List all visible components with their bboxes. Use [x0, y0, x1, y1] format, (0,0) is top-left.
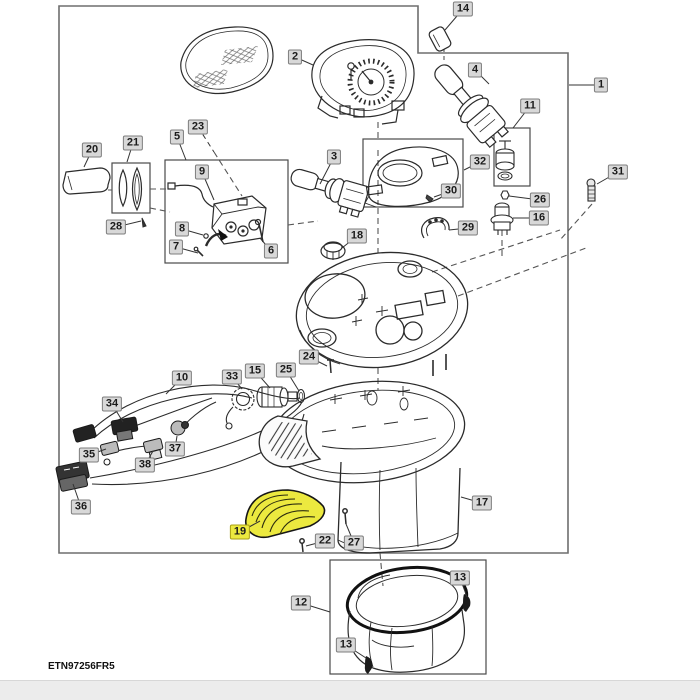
callout-label-12: 12 — [290, 595, 312, 611]
callout-label-7: 7 — [168, 239, 184, 255]
callout-label-28: 28 — [105, 219, 127, 235]
callout-label-29: 29 — [457, 220, 479, 236]
clip-13-parts — [364, 594, 471, 674]
callout-label-16: 16 — [528, 210, 550, 226]
page-bottom-band — [0, 680, 700, 700]
callout-label-19: 19 — [229, 524, 251, 540]
callout-label-2: 2 — [287, 49, 303, 65]
box-21 — [111, 162, 151, 214]
bracket-29-part — [421, 217, 450, 239]
callout-label-13: 13 — [449, 570, 471, 586]
washer-8-part — [203, 233, 209, 239]
pin-30-part — [425, 194, 434, 203]
callout-label-34: 34 — [101, 396, 123, 412]
callout-label-22: 22 — [314, 533, 336, 549]
instrument-cluster-part — [311, 39, 415, 125]
callout-label-3: 3 — [326, 149, 342, 165]
callout-label-32: 32 — [469, 154, 491, 170]
screw-24-part — [327, 359, 334, 374]
callout-label-27: 27 — [343, 535, 365, 551]
callout-label-21: 21 — [122, 135, 144, 151]
callout-label-14: 14 — [452, 1, 474, 17]
callout-label-5: 5 — [169, 129, 185, 145]
callout-label-10: 10 — [171, 370, 193, 386]
screw-7-part — [196, 249, 204, 257]
callout-label-1: 1 — [593, 77, 609, 93]
screw-27-part — [342, 508, 348, 525]
bolt-6-part — [258, 223, 264, 243]
lower-pedestal-17-part — [258, 380, 466, 554]
ignition-module-part — [167, 182, 267, 257]
clip-13-right-part — [462, 594, 471, 612]
lens-pair-21-part — [118, 166, 143, 212]
callout-label-38: 38 — [134, 457, 156, 473]
connector-36-part — [55, 460, 90, 492]
callout-label-23: 23 — [187, 119, 209, 135]
cap-18-part — [320, 241, 346, 260]
callout-label-4: 4 — [467, 62, 483, 78]
callout-label-24: 24 — [298, 349, 320, 365]
lever-switch-3-part — [290, 168, 370, 218]
connector-38-part — [142, 437, 164, 461]
connector-34-part — [110, 416, 139, 442]
callout-label-6: 6 — [263, 243, 279, 259]
cap-20-part — [62, 167, 111, 195]
callout-label-15: 15 — [244, 363, 266, 379]
callout-label-13: 13 — [335, 637, 357, 653]
screw-31-part — [586, 178, 596, 202]
connector-37-part — [170, 420, 189, 436]
lens-part — [180, 26, 274, 95]
callout-label-37: 37 — [164, 441, 186, 457]
pin-28-part — [141, 217, 147, 228]
callout-label-35: 35 — [78, 447, 100, 463]
box-11 — [493, 127, 531, 187]
callout-label-30: 30 — [440, 183, 462, 199]
clip-14-part — [428, 26, 452, 52]
callout-label-8: 8 — [174, 221, 190, 237]
lever-switch-4-part — [434, 64, 509, 149]
upper-pedestal-part — [295, 251, 469, 376]
footrest-19-part-highlighted — [245, 489, 326, 539]
callout-label-18: 18 — [346, 228, 368, 244]
callout-label-11: 11 — [520, 98, 540, 114]
callout-label-36: 36 — [70, 499, 92, 515]
harness-connectors — [55, 416, 189, 492]
ignition-switch-16-part — [490, 202, 514, 235]
callout-label-26: 26 — [529, 192, 551, 208]
part-code-text: ETN97256FR5 — [48, 661, 115, 672]
screw-22-part — [299, 538, 305, 553]
dash-cover-32-part — [364, 146, 459, 208]
callout-label-20: 20 — [81, 142, 103, 158]
outer-frame — [58, 5, 569, 554]
box-32 — [362, 138, 464, 208]
nut-26-part — [500, 190, 510, 200]
callout-label-9: 9 — [194, 164, 210, 180]
callout-label-17: 17 — [471, 495, 493, 511]
connector-35-part — [99, 440, 120, 466]
box-12 — [329, 559, 487, 675]
callout-label-33: 33 — [221, 369, 243, 385]
callout-label-31: 31 — [607, 164, 629, 180]
clip-13-left-part — [364, 656, 373, 674]
key-switch-stack-part — [490, 140, 515, 235]
callout-label-25: 25 — [275, 362, 297, 378]
